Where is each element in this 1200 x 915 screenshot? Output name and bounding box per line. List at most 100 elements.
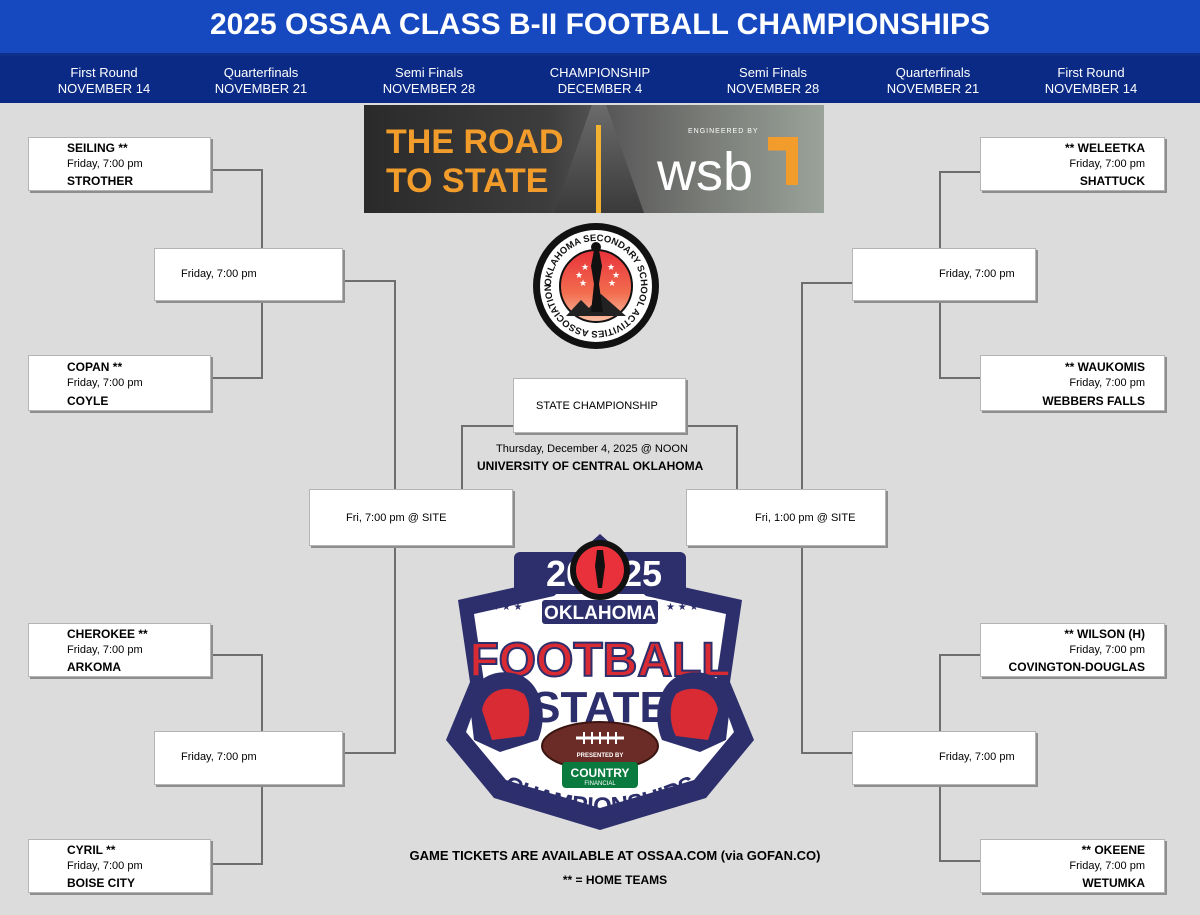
logo-sponsor-bottom: FINANCIAL <box>584 781 616 787</box>
matchup-box-left-2: COPAN ** Friday, 7:00 pm COYLE <box>28 355 211 411</box>
bracket-line <box>394 280 396 490</box>
round-name: Quarterfinals <box>895 65 971 80</box>
banner-engineered-by: ENGINEERED BY <box>688 128 759 135</box>
bracket-line <box>343 280 396 282</box>
bracket-line <box>939 300 941 379</box>
matchup-box-left-1: SEILING ** Friday, 7:00 pm STROTHER <box>28 137 211 191</box>
round-name: Semi Finals <box>739 65 807 80</box>
logo-sponsor-top: COUNTRY <box>571 766 630 780</box>
game-time: Friday, 7:00 pm <box>1069 644 1145 656</box>
team-name: COPAN ** <box>67 360 123 374</box>
team-name: COYLE <box>67 394 109 408</box>
game-time: Friday, 7:00 pm <box>67 158 143 170</box>
round-name: First Round <box>70 65 138 80</box>
semifinal-box-right: Fri, 1:00 pm @ SITE <box>686 489 886 546</box>
round-date: NOVEMBER 14 <box>1044 81 1138 96</box>
bracket-line <box>211 863 263 865</box>
matchup-box-left-3: CHEROKEE ** Friday, 7:00 pm ARKOMA <box>28 623 211 677</box>
quarterfinal-box-left-2: Friday, 7:00 pm <box>154 731 343 785</box>
svg-text:★ ★ ★: ★ ★ ★ <box>490 602 522 613</box>
quarterfinal-box-right-1: Friday, 7:00 pm <box>852 248 1036 301</box>
team-name: WETUMKA <box>1082 876 1145 890</box>
bracket-line <box>939 654 941 732</box>
svg-text:★: ★ <box>607 262 615 272</box>
championship-box: STATE CHAMPIONSHIP <box>513 378 686 433</box>
team-name: ** OKEENE <box>1081 843 1145 857</box>
quarterfinal-box-right-2: Friday, 7:00 pm <box>852 731 1036 785</box>
bracket-line <box>801 752 853 754</box>
bracket-line <box>461 425 513 427</box>
bracket-line <box>801 545 803 754</box>
svg-text:★: ★ <box>579 278 587 288</box>
sponsor-arrow-icon <box>768 137 798 185</box>
quarterfinal-box-left-1: Friday, 7:00 pm <box>154 248 343 301</box>
round-date: DECEMBER 4 <box>557 81 643 96</box>
bracket-line <box>211 654 263 656</box>
matchup-box-right-4: ** OKEENE Friday, 7:00 pm WETUMKA <box>980 839 1165 893</box>
team-name: ** WELEETKA <box>1064 141 1145 155</box>
round-date: NOVEMBER 28 <box>726 81 820 96</box>
championship-datetime: Thursday, December 4, 2025 @ NOON <box>496 443 688 455</box>
team-name: ** WAUKOMIS <box>1064 360 1145 374</box>
matchup-box-right-2: ** WAUKOMIS Friday, 7:00 pm WEBBERS FALL… <box>980 355 1165 411</box>
championship-label: STATE CHAMPIONSHIP <box>536 400 658 412</box>
round-date: NOVEMBER 28 <box>382 81 476 96</box>
bracket-line <box>801 282 853 284</box>
team-name: COVINGTON-DOUGLAS <box>1008 660 1145 674</box>
banner-line-1: THE ROAD <box>386 123 564 161</box>
game-time: Friday, 7:00 pm <box>181 268 257 280</box>
page-title: 2025 OSSAA CLASS B-II FOOTBALL CHAMPIONS… <box>0 0 1200 56</box>
bracket-line <box>211 377 263 379</box>
round-name: First Round <box>1057 65 1125 80</box>
ticket-info: GAME TICKETS ARE AVAILABLE AT OSSAA.COM … <box>409 848 821 863</box>
game-time: Friday, 7:00 pm <box>67 860 143 872</box>
bracket-line <box>939 171 981 173</box>
team-name: BOISE CITY <box>67 876 136 890</box>
team-name: ARKOMA <box>67 660 121 674</box>
bracket-line <box>686 425 738 427</box>
ossaa-seal-logo: OKLAHOMA SECONDARY SCHOOL ACTIVITIES ASS… <box>533 223 659 349</box>
svg-text:★: ★ <box>575 270 583 280</box>
bracket-line <box>801 282 803 490</box>
round-date: NOVEMBER 21 <box>214 81 308 96</box>
matchup-box-right-1: ** WELEETKA Friday, 7:00 pm SHATTUCK <box>980 137 1165 191</box>
matchup-box-right-3: ** WILSON (H) Friday, 7:00 pm COVINGTON-… <box>980 623 1165 677</box>
team-name: STROTHER <box>67 174 133 188</box>
sponsor-logo: wsb <box>657 142 754 202</box>
bracket-line <box>939 860 981 862</box>
team-name: ** WILSON (H) <box>1064 627 1145 641</box>
game-time: Friday, 7:00 pm <box>939 268 1015 280</box>
logo-presented-by: PRESENTED BY <box>577 753 624 759</box>
bracket-line <box>211 169 263 171</box>
home-team-legend: ** = HOME TEAMS <box>562 873 668 887</box>
game-time: Friday, 7:00 pm <box>67 644 143 656</box>
bracket-line <box>736 425 738 489</box>
game-time: Fri, 7:00 pm @ SITE <box>346 512 447 524</box>
football-state-championships-logo: 20 25 OKLAHOMA ★ ★ ★ ★ ★ ★ FOOTBALL STAT… <box>446 534 754 830</box>
svg-text:★: ★ <box>612 270 620 280</box>
semifinal-box-left: Fri, 7:00 pm @ SITE <box>309 489 513 546</box>
game-time: Fri, 1:00 pm @ SITE <box>755 512 856 524</box>
game-time: Friday, 7:00 pm <box>1069 377 1145 389</box>
game-time: Friday, 7:00 pm <box>1069 158 1145 170</box>
team-name: SHATTUCK <box>1079 174 1145 188</box>
bracket-line <box>939 171 941 249</box>
svg-text:★ ★ ★: ★ ★ ★ <box>666 602 698 613</box>
team-name: WEBBERS FALLS <box>1042 394 1145 408</box>
bracket-line <box>261 654 263 732</box>
round-date: NOVEMBER 14 <box>57 81 151 96</box>
team-name: CHEROKEE ** <box>67 627 148 641</box>
banner-line-2: TO STATE <box>386 162 549 200</box>
bracket-line <box>343 752 396 754</box>
bracket-line <box>461 425 463 489</box>
game-time: Friday, 7:00 pm <box>67 377 143 389</box>
